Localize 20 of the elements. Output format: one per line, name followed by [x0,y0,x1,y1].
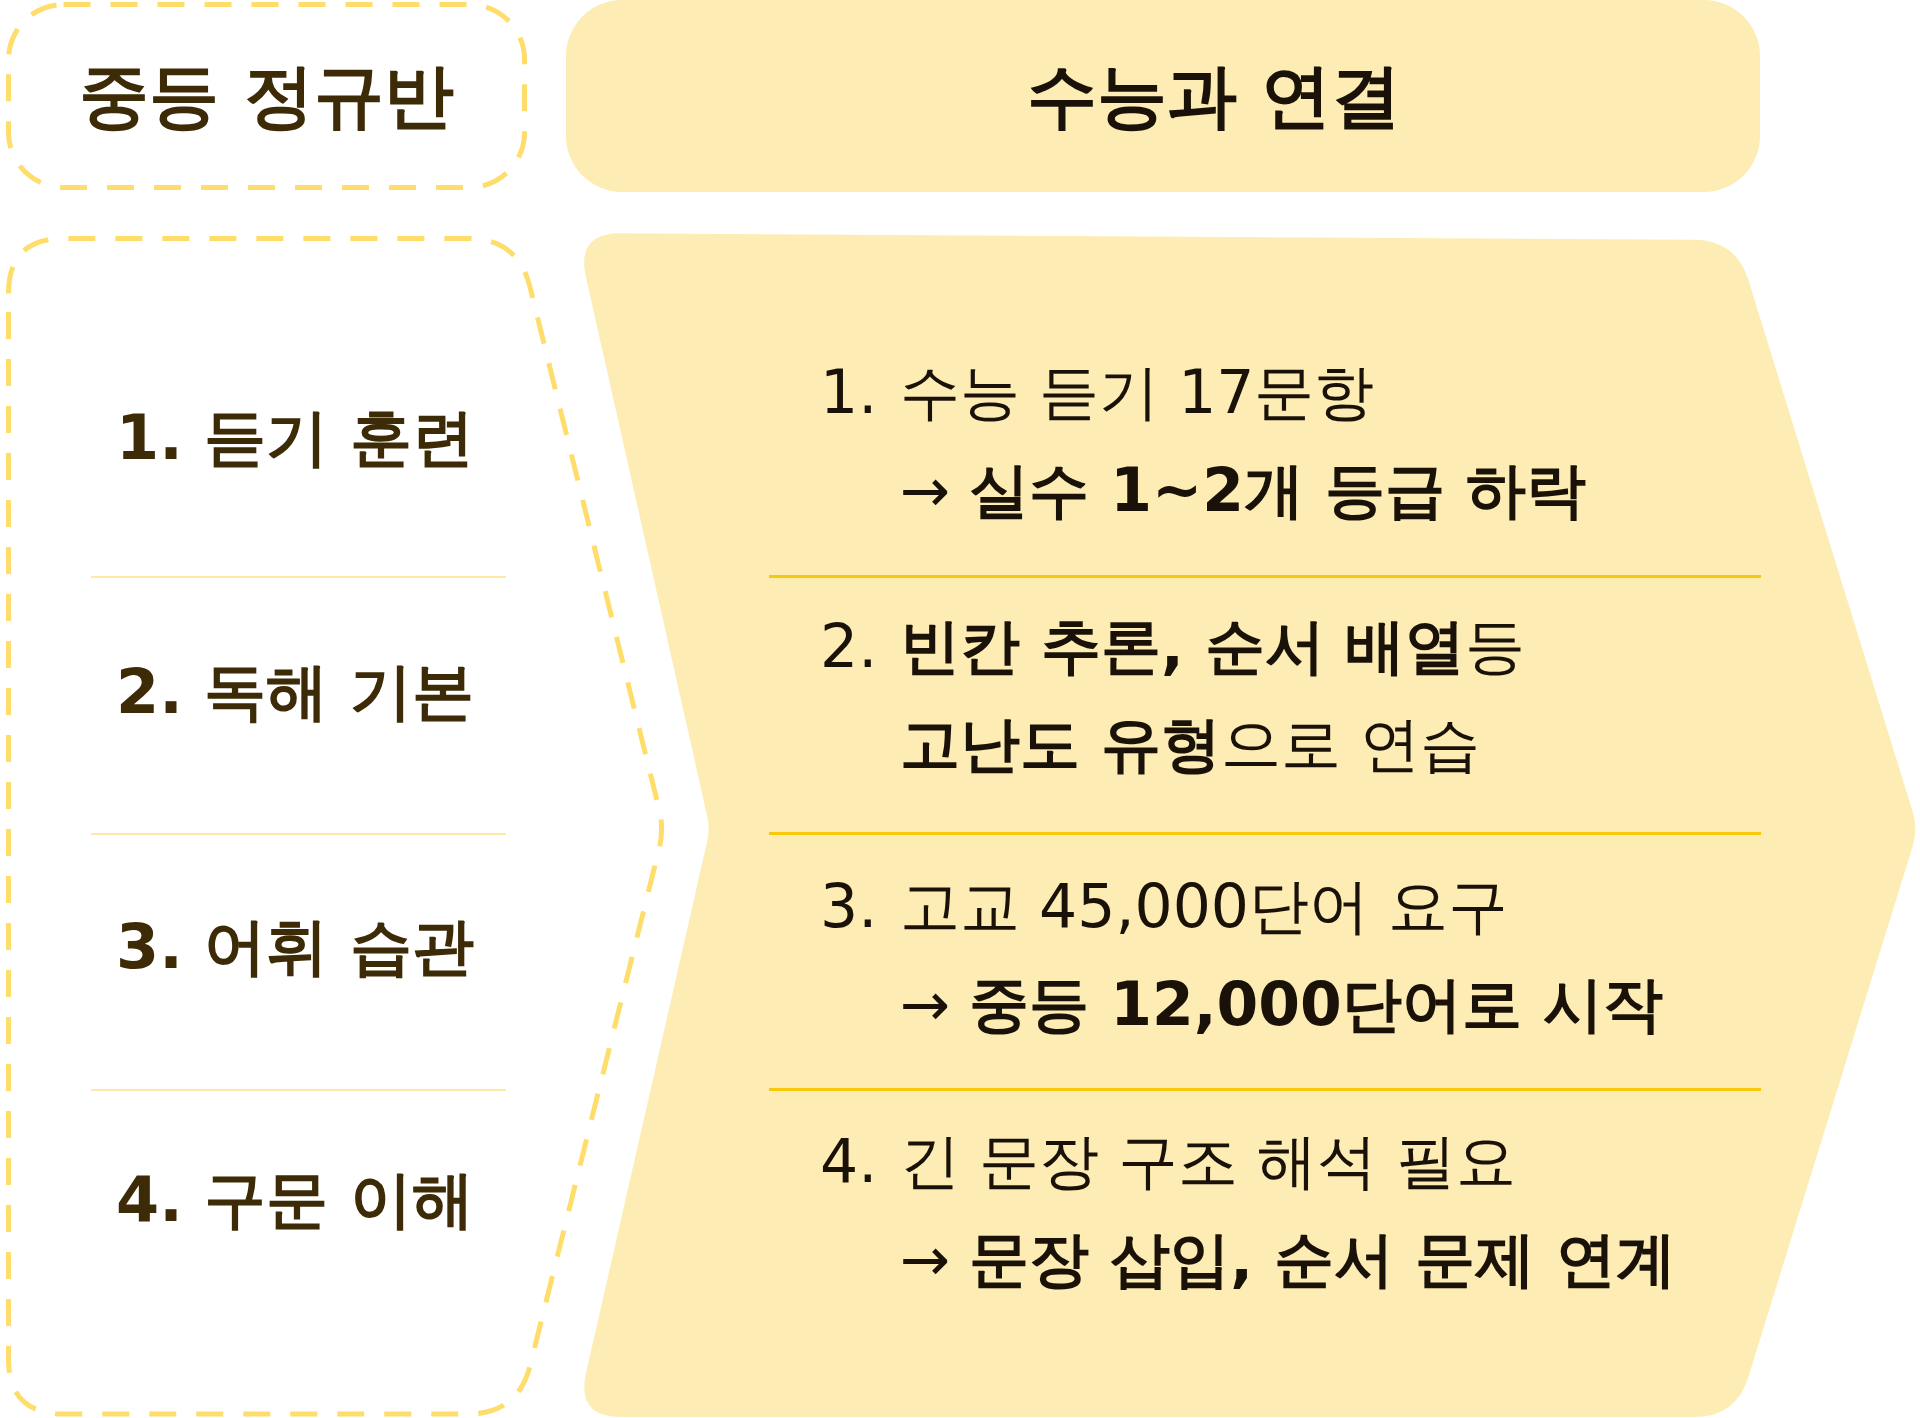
header-box [566,0,1760,192]
item-text: → 문장 삽입, 순서 문제 연계 [900,1223,1676,1296]
item-text: 4. 구문 이해 [116,1165,474,1235]
header-box [6,2,527,190]
item-text: 빈칸 추론, 순서 배열등 고난도 유형으로 연습 [900,610,1527,781]
item-text: → 중등 12,000단어로 시작 [900,968,1663,1041]
item-text: 수능 듣기 17문항 [900,356,1376,429]
item-text: 2. 독해 기본 [116,657,474,727]
item-text: 긴 문장 구조 해석 필요 [900,1125,1518,1198]
chevron-panel [6,236,667,1417]
header-title: 중등 정규반 [79,61,454,131]
item-text: 3. 어휘 습관 [116,912,474,982]
item-text: 고교 45,000단어 요구 [900,870,1510,943]
item-number: 1. [820,356,879,429]
item-number: 2. [820,610,879,683]
item-text: 1. 듣기 훈련 [116,403,474,473]
item-number: 3. [820,870,879,943]
item-text: → 실수 1~2개 등급 하락 [900,454,1586,527]
item-number: 4. [820,1125,879,1198]
header-title: 수능과 연결 [1026,61,1402,131]
